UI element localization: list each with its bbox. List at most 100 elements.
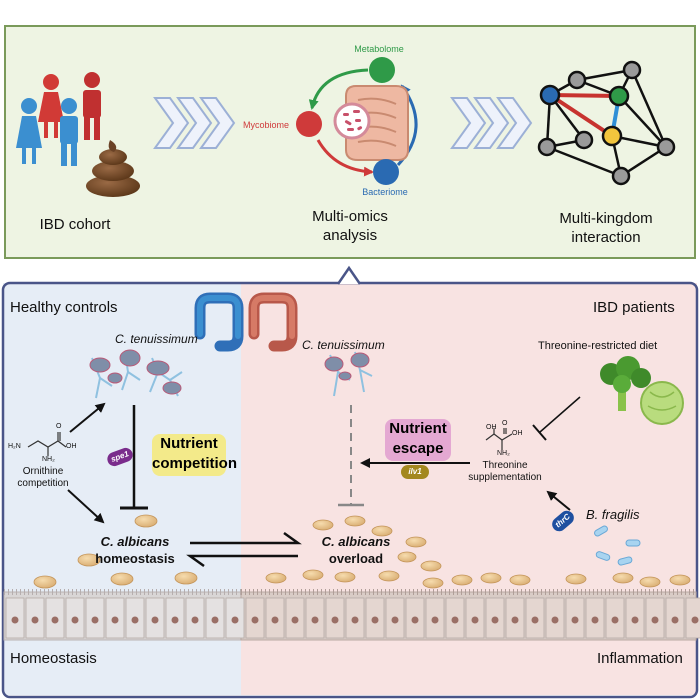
- intestine-icon: [345, 85, 409, 161]
- chem-oh-ornithine: OH: [66, 443, 77, 450]
- threonine-label-1: Threonine: [482, 460, 528, 471]
- threonine-label-2: supplementation: [468, 472, 542, 483]
- homeostasis-footer: Homeostasis: [10, 650, 97, 667]
- tenuissimum-label-healthy: C. tenuissimum: [115, 332, 198, 346]
- healthy-title: Healthy controls: [10, 299, 118, 316]
- cell-nucleus: [591, 616, 599, 624]
- mycobiome-label: Mycobiome: [243, 120, 290, 130]
- cell-nucleus: [51, 616, 59, 624]
- cell-nucleus: [531, 616, 539, 624]
- metabolome-node: [369, 57, 395, 83]
- diet-label: Threonine-restricted diet: [538, 340, 658, 352]
- threonine-molecule-icon: [485, 428, 513, 450]
- cell-nucleus: [371, 616, 379, 624]
- chem-oh-threonine-2: OH: [512, 430, 523, 437]
- cell-nucleus: [311, 616, 319, 624]
- albicans-homeostasis-label-1: C. albicans: [100, 534, 170, 549]
- multi-omics-cycle: [296, 57, 418, 185]
- ornithine-label: Ornithine: [22, 466, 64, 477]
- nutrient-competition-badge: Nutrient competition: [152, 434, 237, 476]
- nutrient-competition-line-2: competition: [152, 455, 237, 472]
- ornithine-competition-label: competition: [17, 478, 69, 489]
- mycobiome-to-bacteriome-arrow: [316, 139, 374, 177]
- bacteriome-node: [373, 159, 399, 185]
- albicans-overload-label-2: overload: [328, 551, 384, 566]
- connector-notch: [336, 265, 362, 285]
- chem-o-threonine: O: [502, 420, 508, 427]
- people-icon: [16, 72, 101, 166]
- cell-nucleus: [411, 616, 419, 624]
- ornithine-to-tenuissimum-arrow: [69, 402, 106, 433]
- cell-nucleus: [611, 616, 619, 624]
- metabolome-label: Metabolome: [354, 44, 404, 54]
- cell-nucleus: [231, 616, 239, 624]
- metabolome-to-mycobiome-arrow: [308, 68, 369, 110]
- albicans-homeostasis-label-2: homeostasis: [95, 551, 175, 566]
- ilv1-gene-badge: ilv1: [401, 465, 429, 479]
- cell-nucleus: [391, 616, 399, 624]
- microbiome-magnifier-icon: [333, 102, 371, 140]
- cell-nucleus: [451, 616, 459, 624]
- conidia-cluster-icon: [324, 352, 370, 381]
- cell-nucleus: [671, 616, 679, 624]
- chevron-arrows-icon: [153, 97, 236, 149]
- interaction-label-1: Multi-kingdom: [559, 210, 653, 227]
- cell-nucleus: [351, 616, 359, 624]
- interaction-label-2: interaction: [571, 229, 641, 246]
- cell-nucleus: [471, 616, 479, 624]
- cohort-label: IBD cohort: [39, 216, 111, 233]
- colon-icon-ibd: [248, 292, 298, 352]
- chem-h2n-ornithine: H₂N: [8, 443, 21, 450]
- cell-nucleus: [191, 616, 199, 624]
- chem-nh2-ornithine: NH₂: [42, 456, 55, 463]
- ornithine-molecule-icon: [27, 432, 67, 456]
- equilibrium-arrows: [186, 531, 302, 568]
- network-graph: [537, 60, 676, 186]
- diet-inhibition-line: [539, 396, 581, 433]
- broccoli-icon: [600, 356, 651, 411]
- cabbage-icon: [640, 381, 684, 425]
- cell-nucleus: [511, 616, 519, 624]
- bfragilis-label: B. fragilis: [586, 507, 640, 522]
- cell-nucleus: [631, 616, 639, 624]
- ornithine-to-albicans-arrow: [67, 489, 105, 524]
- albicans-overload-label-1: C. albicans: [321, 534, 391, 549]
- nutrient-escape-line-1: Nutrient: [389, 420, 447, 437]
- cell-nucleus: [651, 616, 659, 624]
- stool-icon: [86, 140, 140, 197]
- nutrient-escape-line-2: escape: [392, 440, 444, 457]
- nutrient-escape-badge: Nutrient escape: [385, 419, 451, 461]
- nutrient-competition-line-1: Nutrient: [160, 435, 218, 452]
- cell-nucleus: [171, 616, 179, 624]
- tenuissimum-label-ibd: C. tenuissimum: [302, 338, 385, 352]
- mycobiome-node: [296, 111, 322, 137]
- cell-nucleus: [91, 616, 99, 624]
- analysis-label-2: analysis: [322, 227, 378, 244]
- cell-nucleus: [691, 616, 699, 624]
- cell-nucleus: [131, 616, 139, 624]
- bacteria-rods-icon: [594, 525, 641, 566]
- conidia-cluster-icon: [89, 349, 182, 395]
- cell-nucleus: [271, 616, 279, 624]
- inflammation-footer: Inflammation: [597, 650, 683, 667]
- chevron-arrows-icon: [450, 97, 533, 149]
- cell-nucleus: [291, 616, 299, 624]
- chem-o-ornithine: O: [56, 423, 62, 430]
- yeast-cells-icon: [33, 514, 691, 589]
- chem-nh2-threonine: NH₂: [497, 450, 510, 457]
- cell-nucleus: [111, 616, 119, 624]
- cell-nucleus: [11, 616, 19, 624]
- cell-nucleus: [431, 616, 439, 624]
- cell-nucleus: [571, 616, 579, 624]
- analysis-label-1: Multi-omics: [312, 208, 388, 225]
- cell-nucleus: [151, 616, 159, 624]
- colon-icon-healthy: [194, 292, 244, 352]
- cell-nucleus: [331, 616, 339, 624]
- bfragilis-to-threonine-arrow: [546, 490, 571, 511]
- cell-nucleus: [31, 616, 39, 624]
- cell-nucleus: [211, 616, 219, 624]
- cell-nucleus: [251, 616, 259, 624]
- bacteriome-label: Bacteriome: [362, 187, 408, 197]
- cell-nucleus: [71, 616, 79, 624]
